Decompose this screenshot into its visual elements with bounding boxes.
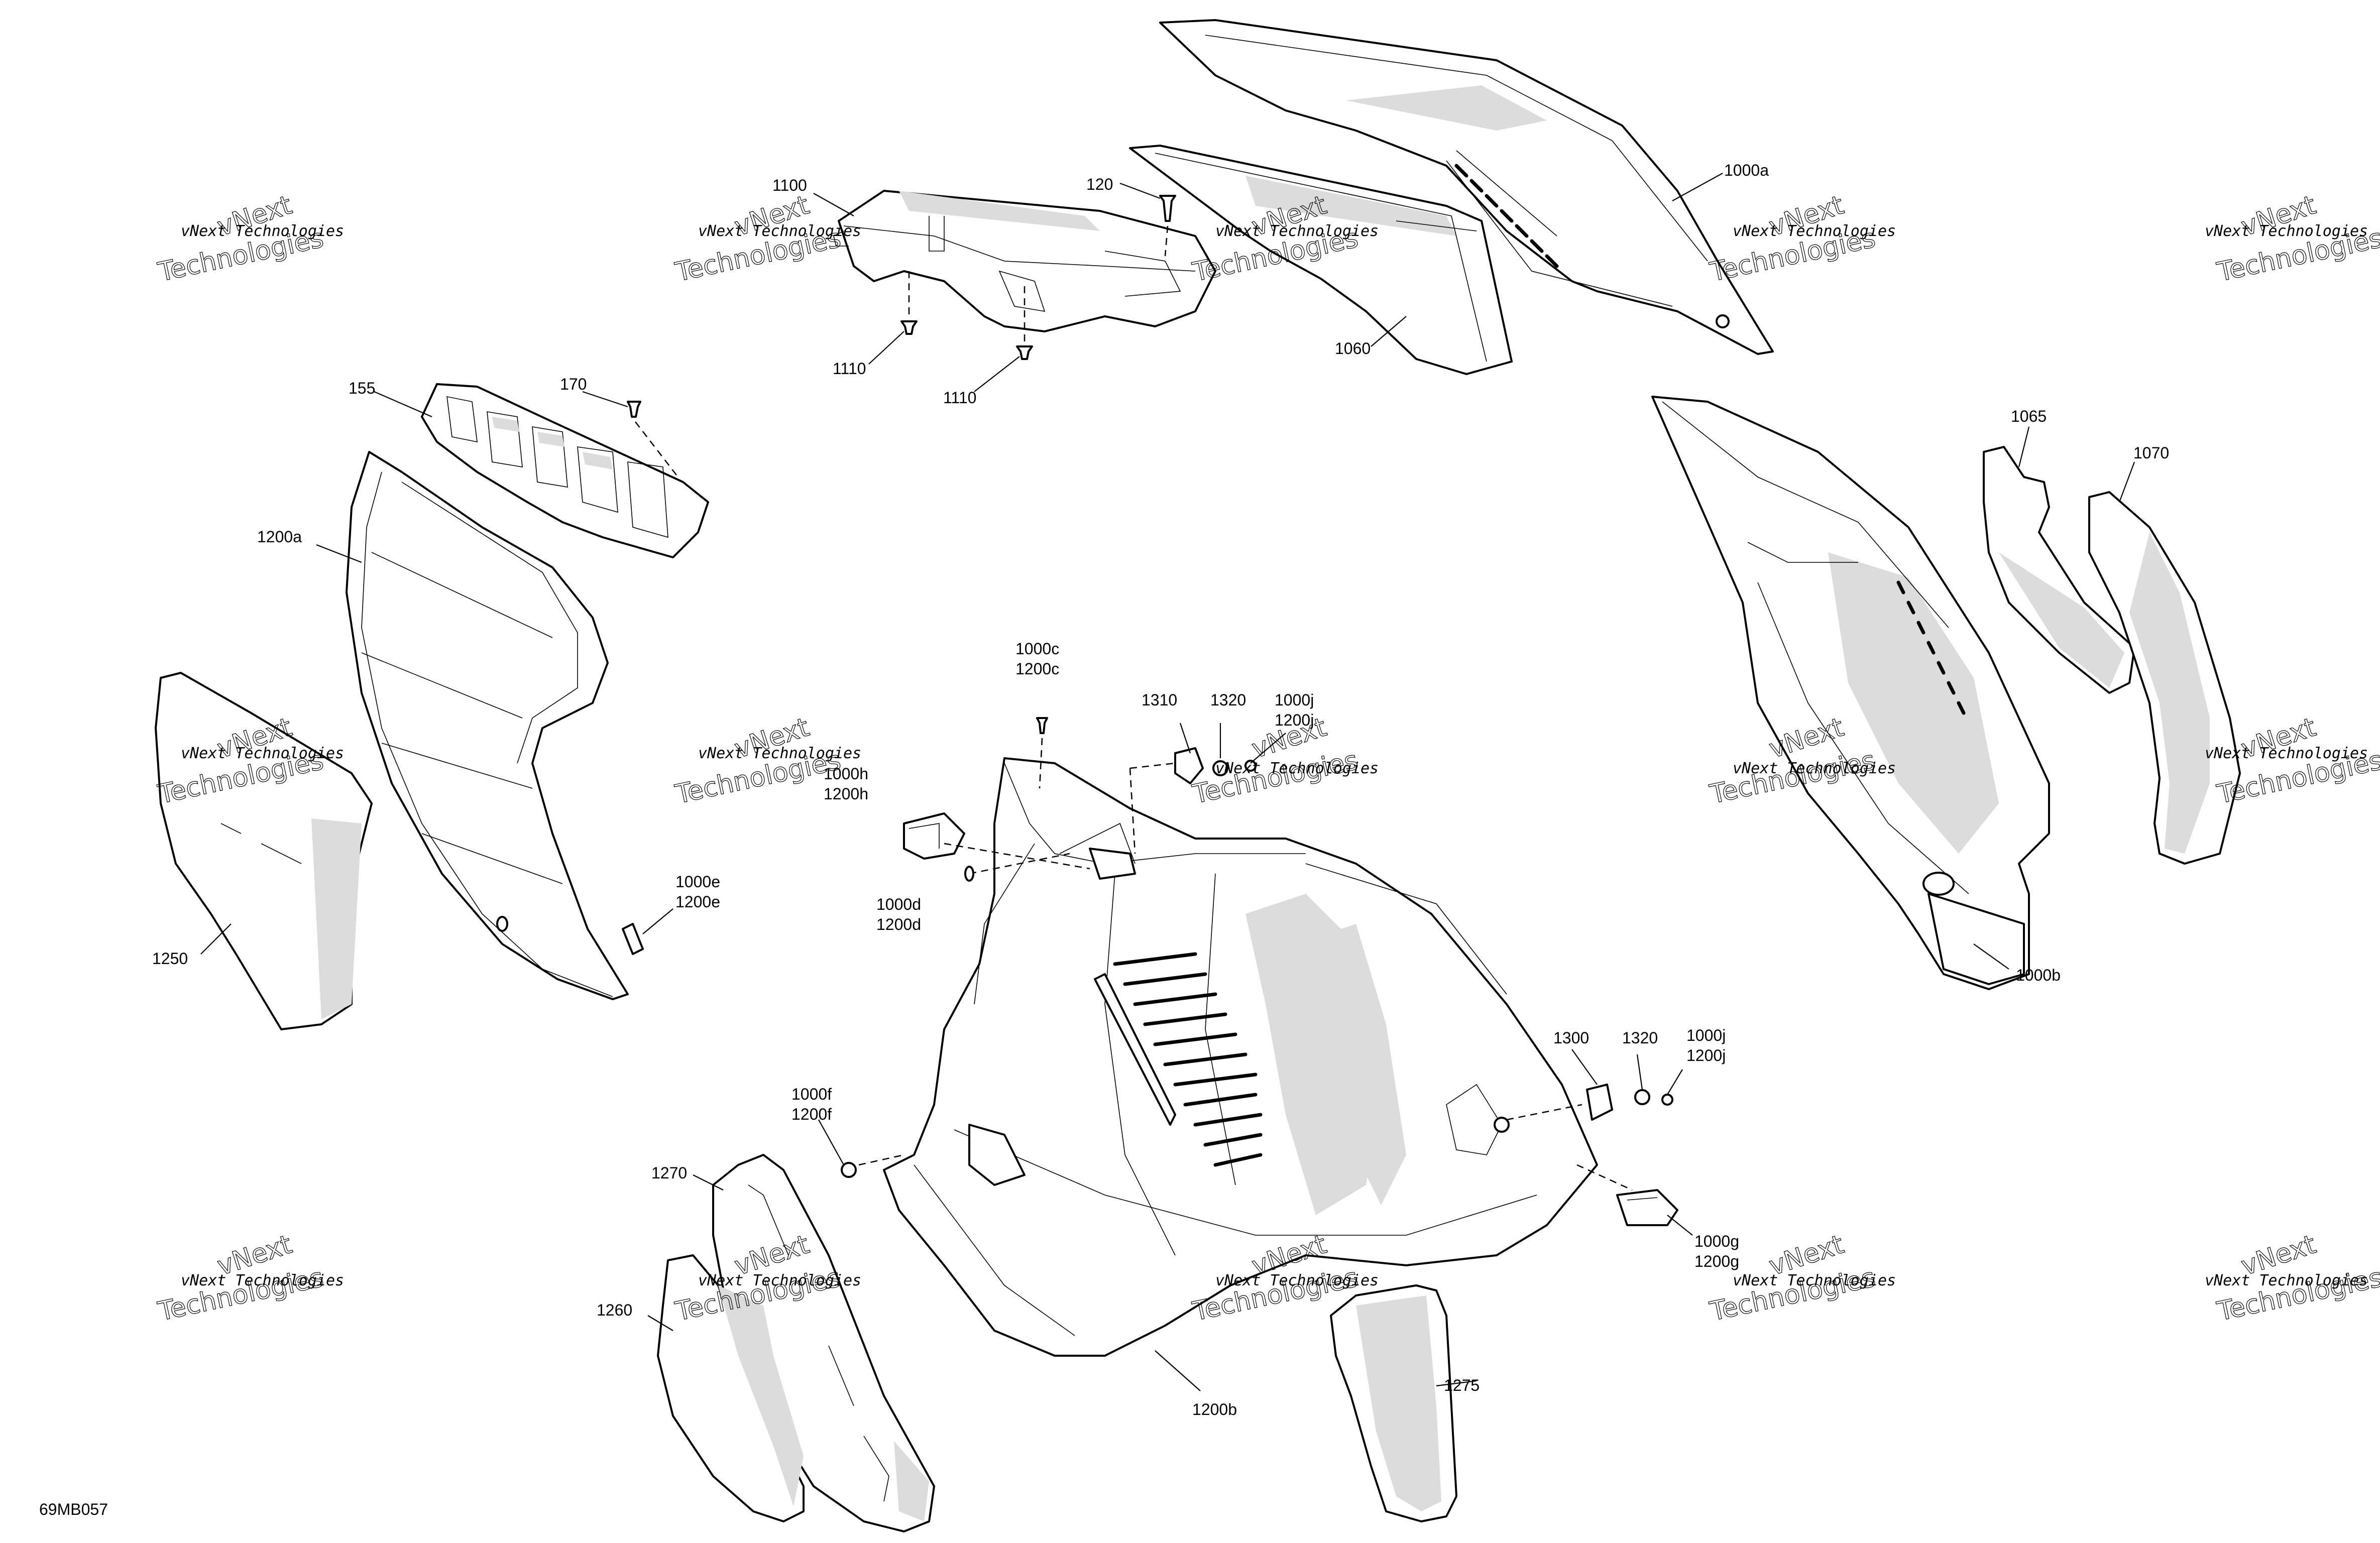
callout-1310: 1310 bbox=[1142, 691, 1177, 709]
svg-text:vNext Technologies: vNext Technologies bbox=[698, 745, 861, 762]
callout-1200c: 1200c bbox=[1015, 660, 1059, 678]
callout-1200d: 1200d bbox=[876, 915, 921, 933]
svg-text:vNext Technologies: vNext Technologies bbox=[1215, 222, 1379, 240]
callout-labels: 1100 120 1000a 1060 1110 1110 155 170 12… bbox=[39, 161, 2169, 1518]
svg-text:vNext Technologies: vNext Technologies bbox=[1733, 222, 1896, 240]
grommet-1310 bbox=[1174, 747, 1204, 784]
svg-text:vNext Technologies: vNext Technologies bbox=[2205, 1272, 2368, 1289]
callout-1275: 1275 bbox=[1444, 1376, 1480, 1394]
callout-1100: 1100 bbox=[772, 176, 807, 194]
svg-text:vNext Technologies: vNext Technologies bbox=[2205, 222, 2368, 240]
callout-1060: 1060 bbox=[1335, 339, 1371, 358]
callout-1000g: 1000g bbox=[1694, 1232, 1739, 1250]
part-1275-panel bbox=[1330, 1284, 1457, 1522]
callout-1250: 1250 bbox=[152, 949, 188, 968]
callout-1000f: 1000f bbox=[791, 1085, 832, 1103]
callout-1000d: 1000d bbox=[876, 895, 921, 913]
callout-1200h: 1200h bbox=[824, 785, 868, 803]
fastener-1110-a bbox=[900, 320, 918, 335]
callout-1320: 1320 bbox=[1622, 1029, 1658, 1047]
svg-text:vNext Technologies: vNext Technologies bbox=[1215, 1272, 1379, 1289]
callout-1000e: 1000e bbox=[675, 873, 720, 891]
callout-1000a: 1000a bbox=[1724, 161, 1769, 179]
vent-slats bbox=[1454, 164, 1559, 268]
callout-1200b: 1200b bbox=[1192, 1400, 1237, 1418]
callout-1000j: 1000j bbox=[1275, 691, 1314, 709]
callout-1200j: 1200j bbox=[1686, 1046, 1726, 1064]
callout-1200a: 1200a bbox=[257, 528, 302, 546]
part-1200a-side-panel bbox=[346, 451, 629, 1000]
clip-1000h bbox=[903, 812, 965, 860]
callout-1200j: 1200j bbox=[1275, 711, 1314, 729]
svg-text:vNext Technologies: vNext Technologies bbox=[181, 1272, 344, 1289]
screw-1000j-b bbox=[1661, 1094, 1673, 1106]
watermark: vNext Technologies vNext Technologies bbox=[1707, 190, 1896, 288]
clip-1000g bbox=[1616, 1189, 1678, 1226]
callout-1070: 1070 bbox=[2133, 444, 2169, 462]
part-1000a-side-panel bbox=[1159, 19, 1774, 355]
watermark: vNext Technologies vNext Technologies bbox=[2205, 190, 2380, 288]
bracket-clip bbox=[1089, 848, 1136, 880]
watermark: vNext Technologies vNext Technologies bbox=[2205, 1229, 2380, 1328]
callout-155: 155 bbox=[349, 379, 375, 397]
callout-1260: 1260 bbox=[597, 1301, 632, 1319]
clip-1000e bbox=[622, 923, 644, 955]
callout-1110: 1110 bbox=[943, 389, 976, 407]
fastener-120 bbox=[1159, 195, 1176, 222]
washer-1320-b bbox=[1634, 1089, 1650, 1105]
part-1100-bracket bbox=[833, 190, 1216, 332]
pin-1000d bbox=[964, 866, 974, 882]
callout-1000j: 1000j bbox=[1686, 1026, 1726, 1044]
watermark: vNext Technologies vNext Technologies bbox=[155, 1229, 344, 1328]
part-1260-panel bbox=[657, 1254, 805, 1522]
svg-text:vNext Technologies: vNext Technologies bbox=[181, 222, 344, 240]
svg-text:vNext Technologies: vNext Technologies bbox=[181, 745, 344, 762]
svg-text:vNext Technologies: vNext Technologies bbox=[2205, 745, 2368, 762]
washer-1000f bbox=[841, 1162, 857, 1178]
fastener-1110-b bbox=[1016, 345, 1033, 360]
callout-1000c: 1000c bbox=[1015, 640, 1059, 658]
part-1200b-housing bbox=[883, 757, 1598, 1357]
part-1060-panel bbox=[1129, 145, 1513, 375]
svg-text:vNext Technologies: vNext Technologies bbox=[1733, 1272, 1896, 1289]
diagram-id: 69MB057 bbox=[39, 1500, 108, 1518]
washer-1320-a bbox=[1212, 760, 1228, 776]
watermark: vNext Technologies vNext Technologies bbox=[155, 190, 344, 288]
vent-slats-right bbox=[1896, 580, 1966, 715]
callout-1200e: 1200e bbox=[675, 893, 720, 911]
part-155-grille bbox=[421, 383, 709, 558]
svg-text:vNext Technologies: vNext Technologies bbox=[698, 1272, 861, 1289]
grommet-1300 bbox=[1586, 1084, 1613, 1121]
callout-170: 170 bbox=[560, 375, 587, 393]
callout-120: 120 bbox=[1086, 175, 1113, 193]
callout-1000h: 1000h bbox=[824, 765, 868, 783]
callout-1270: 1270 bbox=[651, 1164, 687, 1182]
part-1000b-side-panel bbox=[1651, 396, 2050, 990]
part-1070-panel bbox=[2088, 491, 2241, 865]
callout-1200g: 1200g bbox=[1694, 1252, 1739, 1270]
callout-1320: 1320 bbox=[1210, 691, 1246, 709]
svg-text:vNext Technologies: vNext Technologies bbox=[1215, 760, 1379, 777]
vent-slats-main bbox=[1113, 952, 1263, 1167]
callout-1000b: 1000b bbox=[2016, 966, 2061, 984]
callout-1110: 1110 bbox=[833, 360, 866, 378]
part-1270-panel bbox=[712, 1154, 935, 1532]
callout-1300: 1300 bbox=[1553, 1029, 1589, 1047]
screw-1000j-a bbox=[1244, 760, 1257, 772]
leader-lines bbox=[200, 173, 2135, 1391]
callout-1065: 1065 bbox=[2011, 407, 2047, 425]
svg-text:vNext Technologies: vNext Technologies bbox=[1733, 760, 1896, 777]
callout-1200f: 1200f bbox=[791, 1105, 832, 1123]
fastener-1000c bbox=[1036, 717, 1048, 734]
svg-text:vNext Technologies: vNext Technologies bbox=[698, 222, 861, 240]
fastener-170 bbox=[627, 401, 641, 418]
part-1250-panel bbox=[155, 672, 373, 1030]
